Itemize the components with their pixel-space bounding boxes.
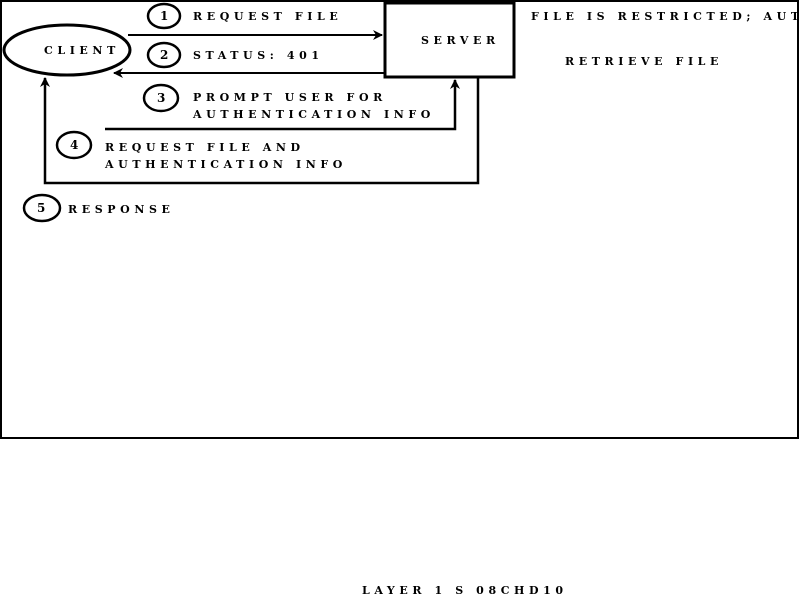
step-2-circle [146,41,182,69]
arrow-response [40,77,480,185]
server-node: SERVER [383,1,516,79]
step-4: 4 REQUEST FILE AND AUTHENTICATION INFO [55,130,347,171]
step-4-number: 4 [70,138,78,152]
step-1-number: 1 [160,9,168,23]
step-1: 1 REQUEST FILE [146,2,342,30]
step-2-label: STATUS: 401 [193,49,324,62]
step-5-label: RESPONSE [68,203,175,216]
step-5: 5 RESPONSE [22,193,175,223]
step-3-number: 3 [157,91,165,105]
step-2: 2 STATUS: 401 [146,41,324,69]
step-1-label: REQUEST FILE [193,10,342,23]
step-3: 3 PROMPT USER FOR AUTHENTICATION INFO [142,83,435,121]
client-node: CLIENT [2,23,132,77]
step-3-label-line2: AUTHENTICATION INFO [192,108,435,121]
step-4-label-line1: REQUEST FILE AND [105,141,305,154]
client-label: CLIENT [44,44,120,57]
step-3-circle [142,83,180,113]
step-5-number: 5 [37,201,45,215]
footer-layer-label: LAYER 1 S 08CHD10 [362,584,568,597]
note-file-restricted: FILE IS RESTRICTED; AUTH [531,10,800,23]
server-label: SERVER [421,34,500,47]
arrow-request-with-auth [105,79,460,131]
note-retrieve-file: RETRIEVE FILE [565,55,723,68]
diagram-frame [0,0,799,439]
step-4-label-line2: AUTHENTICATION INFO [104,158,347,171]
step-1-circle [146,2,182,30]
step-5-circle [22,193,62,223]
step-2-number: 2 [160,48,168,62]
step-4-circle [55,130,93,160]
step-3-label-line1: PROMPT USER FOR [193,91,387,104]
